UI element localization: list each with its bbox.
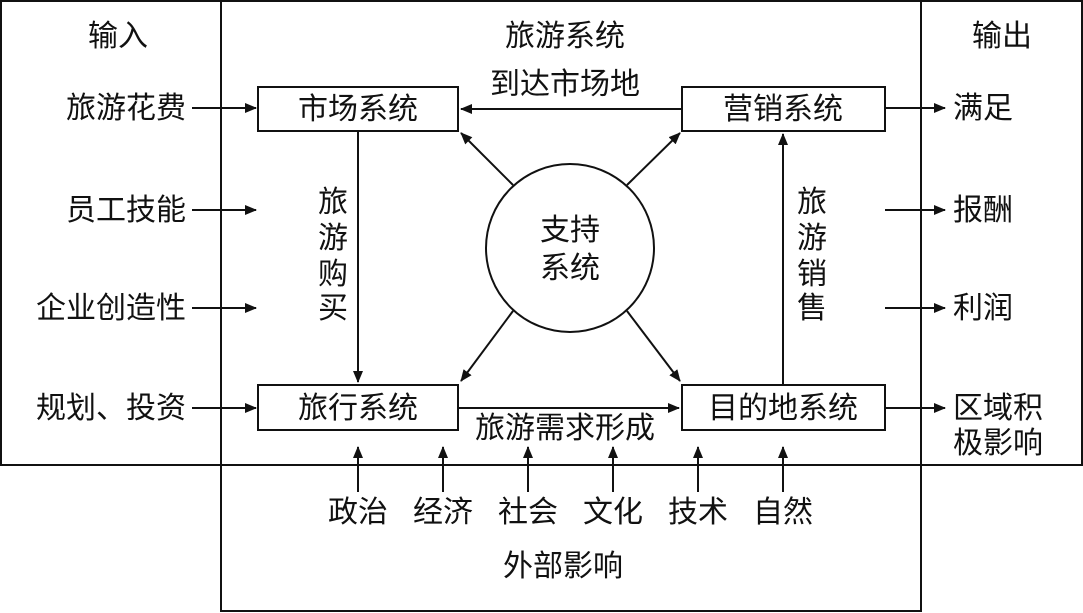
sales-label-char: 旅 xyxy=(797,185,827,220)
marketing-system-label: 营销系统 xyxy=(723,92,843,127)
input-item: 规划、投资 xyxy=(36,391,186,426)
output-item: 满足 xyxy=(953,91,1013,126)
market-system-label: 市场系统 xyxy=(298,92,418,127)
external-factor: 文化 xyxy=(583,495,643,530)
output-item-regional: 极影响 xyxy=(953,426,1043,461)
external-title: 外部影响 xyxy=(503,549,623,584)
reach-market-label: 到达市场地 xyxy=(490,67,640,102)
output-item-regional: 区域积 xyxy=(953,391,1043,426)
input-item: 企业创造性 xyxy=(36,291,186,326)
support-to-destination-arrow xyxy=(626,310,681,382)
output-item: 利润 xyxy=(953,291,1013,326)
travel-system-label: 旅行系统 xyxy=(298,391,418,426)
input-item: 员工技能 xyxy=(66,193,186,228)
system-title: 旅游系统 xyxy=(505,19,625,54)
destination-system-label: 目的地系统 xyxy=(708,391,858,426)
market-system-box xyxy=(257,86,459,132)
external-factor: 技术 xyxy=(668,495,728,530)
external-influence-panel xyxy=(220,465,922,612)
support-system-label: 系统 xyxy=(540,251,600,286)
sales-label-char: 售 xyxy=(797,291,827,326)
demand-formation-label: 旅游需求形成 xyxy=(475,411,655,446)
external-factor: 自然 xyxy=(753,495,813,530)
output-item: 报酬 xyxy=(953,193,1013,228)
support-to-market-arrow xyxy=(460,132,514,186)
purchase-label-char: 购 xyxy=(318,257,348,292)
support-to-marketing-arrow xyxy=(626,132,681,186)
sales-label-char: 游 xyxy=(797,221,827,256)
support-system-circle xyxy=(485,163,655,333)
marketing-system-box xyxy=(681,86,886,132)
input-title: 输入 xyxy=(88,19,148,54)
output-title: 输出 xyxy=(972,19,1032,54)
purchase-label-char: 旅 xyxy=(318,185,348,220)
purchase-label-char: 买 xyxy=(318,291,348,326)
output-panel xyxy=(920,0,1083,466)
external-factor: 社会 xyxy=(498,495,558,530)
sales-label-char: 销 xyxy=(797,257,827,292)
support-system-label: 支持 xyxy=(540,213,600,248)
support-to-travel-arrow xyxy=(460,310,514,382)
purchase-label-char: 游 xyxy=(318,221,348,256)
input-item: 旅游花费 xyxy=(66,91,186,126)
external-factor: 政治 xyxy=(328,495,388,530)
external-factor: 经济 xyxy=(413,495,473,530)
